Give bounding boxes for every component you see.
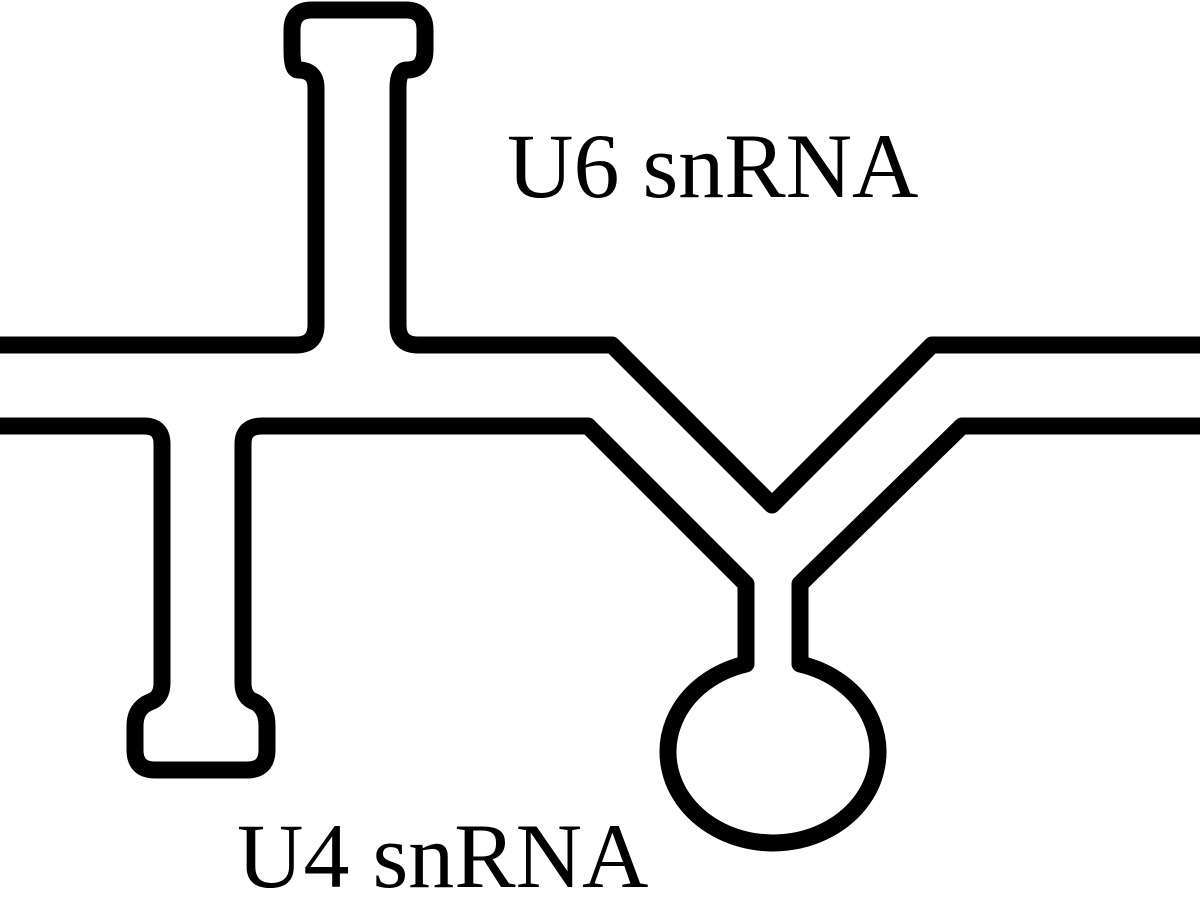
u4-snrna-label: U4 snRNA: [237, 805, 649, 907]
u6-strand-outline: [0, 1, 1200, 514]
u4-strand-outline: [0, 417, 1200, 852]
u6-snrna-label: U6 snRNA: [507, 115, 919, 217]
